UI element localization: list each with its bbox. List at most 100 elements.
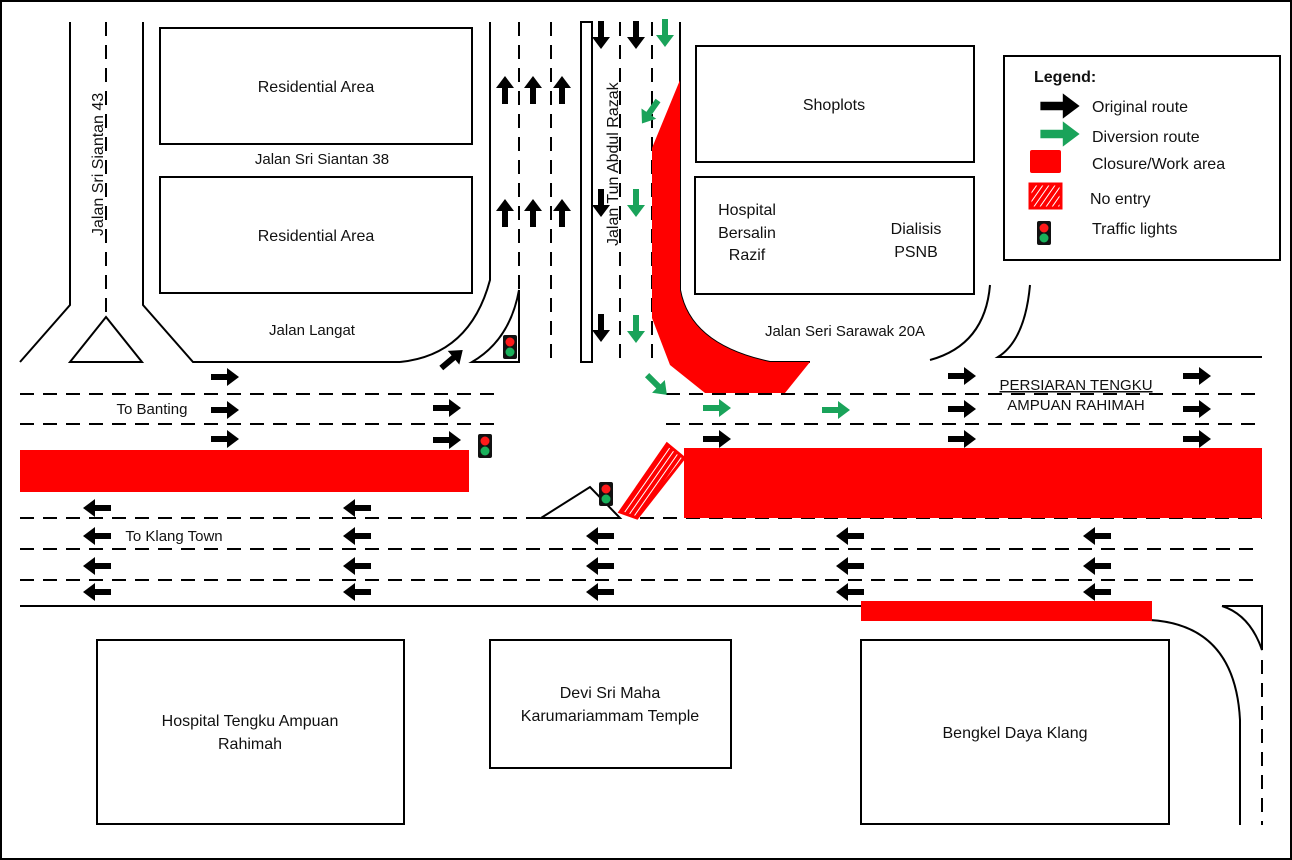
building-residential-2: Residential Area — [159, 176, 473, 294]
hospital-tengku-line-1: Hospital Tengku Ampuan — [162, 713, 339, 730]
hatched-square-icon — [1028, 182, 1063, 210]
original-route-arrow-right-icon — [703, 430, 731, 448]
original-route-arrow-up-icon — [553, 76, 571, 104]
original-route-arrow-right-icon — [211, 368, 239, 386]
road-jalan-langat-curve — [399, 22, 552, 363]
original-route-arrow-left-icon — [83, 557, 111, 575]
original-route-arrow-left-icon — [1083, 557, 1111, 575]
traffic-lights — [478, 335, 613, 506]
original-route-arrow-right-icon — [433, 431, 461, 449]
building-hospital-dialisis: Hospital Bersalin Razif Dialisis PSNB — [694, 176, 975, 295]
original-route-arrow-left-icon — [836, 527, 864, 545]
road-label-jalan-langat: Jalan Langat — [269, 322, 356, 339]
legend: Legend: Original route Diversion route C… — [1003, 55, 1281, 261]
no-entry-area — [617, 441, 687, 520]
original-route-arrow-up-icon — [524, 199, 542, 227]
original-route-arrow-up-icon — [524, 76, 542, 104]
original-route-arrow-up-icon — [496, 199, 514, 227]
original-route-arrow-left-icon — [586, 583, 614, 601]
legend-label-traffic-lights: Traffic lights — [1092, 221, 1177, 238]
green-arrow-icon — [1040, 121, 1080, 147]
traffic-light-icon — [503, 335, 517, 359]
road-label-persiaran-line-2: AMPUAN RAHIMAH — [1007, 397, 1145, 414]
original-route-arrow-left-icon — [343, 527, 371, 545]
traffic-light-legend-icon — [1037, 221, 1051, 245]
road-label-tun-abdul-razak: Jalan Tun Abdul Razak — [605, 81, 622, 246]
diversion-route-arrow-down-icon — [656, 19, 674, 47]
original-route-arrow-right-icon — [948, 367, 976, 385]
temple-line-2: Karumariammam Temple — [521, 708, 700, 725]
original-route-arrow-diagonal-icon — [439, 350, 463, 371]
closure-area-east — [684, 448, 1262, 518]
traffic-light-icon — [478, 434, 492, 458]
direction-label-to-klang: To Klang Town — [125, 528, 222, 545]
diversion-route-arrow-down-icon — [627, 189, 645, 217]
diversion-route-arrow-right-icon — [703, 399, 731, 417]
road-tun-abdul-razak — [580, 21, 810, 363]
legend-label-closure: Closure/Work area — [1092, 156, 1225, 173]
hospital-tengku-line-2: Rahimah — [218, 736, 282, 753]
building-label: Shoplots — [803, 97, 865, 114]
original-route-arrow-right-icon — [948, 430, 976, 448]
original-route-arrow-left-icon — [83, 527, 111, 545]
building-bengkel: Bengkel Daya Klang — [860, 639, 1170, 825]
original-route-arrow-left-icon — [343, 583, 371, 601]
building-label: Residential Area — [258, 79, 375, 96]
original-route-arrow-down-icon — [592, 314, 610, 342]
closure-area-tun-abdul-razak — [652, 80, 810, 393]
route-arrows — [83, 19, 1211, 601]
original-route-arrow-left-icon — [83, 583, 111, 601]
building-label: Bengkel Daya Klang — [943, 725, 1088, 742]
road-label-sri-siantan-38: Jalan Sri Siantan 38 — [255, 151, 389, 168]
legend-label-original-route: Original route — [1092, 99, 1188, 116]
road-label-persiaran-line-1: PERSIARAN TENGKU — [999, 377, 1152, 394]
hospital-bersalin-line-3: Razif — [729, 247, 766, 264]
building-hospital-tengku: Hospital Tengku Ampuan Rahimah — [96, 639, 405, 825]
legend-label-diversion-route: Diversion route — [1092, 129, 1200, 146]
original-route-arrow-left-icon — [83, 499, 111, 517]
original-route-arrow-down-icon — [627, 21, 645, 49]
road-sri-siantan-43 — [19, 22, 400, 363]
legend-label-no-entry: No entry — [1090, 191, 1150, 208]
original-route-arrow-right-icon — [433, 399, 461, 417]
original-route-arrow-left-icon — [343, 499, 371, 517]
diversion-route-arrow-diagonal-icon — [644, 372, 667, 395]
road-lower-right — [1149, 605, 1263, 825]
direction-label-to-banting: To Banting — [117, 401, 188, 418]
original-route-arrow-right-icon — [211, 401, 239, 419]
diversion-route-arrow-diagonal-icon — [641, 98, 661, 124]
hospital-bersalin-line-2: Bersalin — [718, 225, 776, 242]
original-route-arrow-right-icon — [1183, 400, 1211, 418]
road-label-sri-siantan-43: Jalan Sri Siantan 43 — [90, 93, 107, 236]
original-route-arrow-left-icon — [836, 557, 864, 575]
original-route-arrow-right-icon — [1183, 367, 1211, 385]
original-route-arrow-left-icon — [836, 583, 864, 601]
hospital-bersalin-line-1: Hospital — [718, 202, 776, 219]
building-temple: Devi Sri Maha Karumariammam Temple — [489, 639, 732, 769]
black-arrow-icon — [1040, 93, 1080, 119]
original-route-arrow-down-icon — [592, 21, 610, 49]
legend-title: Legend: — [1034, 69, 1096, 86]
diversion-route-arrow-right-icon — [822, 401, 850, 419]
original-route-arrow-left-icon — [1083, 527, 1111, 545]
original-route-arrow-left-icon — [1083, 583, 1111, 601]
closure-area-south — [861, 601, 1152, 621]
dialisis-line-2: PSNB — [894, 244, 938, 261]
original-route-arrow-up-icon — [553, 199, 571, 227]
original-route-arrow-up-icon — [496, 76, 514, 104]
original-route-arrow-right-icon — [948, 400, 976, 418]
original-route-arrow-left-icon — [343, 557, 371, 575]
diversion-route-arrow-down-icon — [627, 315, 645, 343]
original-route-arrow-left-icon — [586, 557, 614, 575]
building-residential-1: Residential Area — [159, 27, 473, 145]
road-seri-sarawak-curves — [929, 284, 1262, 361]
original-route-arrow-right-icon — [211, 430, 239, 448]
building-shoplots: Shoplots — [695, 45, 975, 163]
dialisis-line-1: Dialisis — [891, 221, 942, 238]
road-label-seri-sarawak: Jalan Seri Sarawak 20A — [765, 323, 925, 340]
building-label: Residential Area — [258, 228, 375, 245]
temple-line-1: Devi Sri Maha — [560, 685, 661, 702]
original-route-arrow-down-icon — [592, 189, 610, 217]
traffic-light-icon — [599, 482, 613, 506]
